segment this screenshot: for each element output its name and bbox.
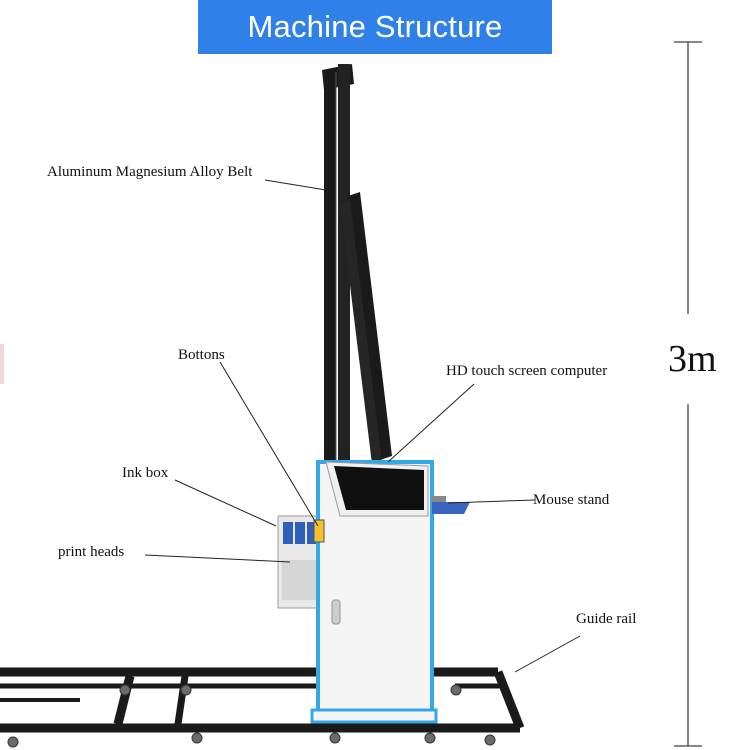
guide-rail-frame: [0, 667, 525, 733]
leader-lines: [144, 179, 581, 673]
label-ink-box: Ink box: [122, 465, 169, 481]
height-dimension-line: [674, 41, 702, 747]
label-belt: Aluminum Magnesium Alloy Belt: [47, 164, 253, 180]
mouse-stand: [432, 496, 470, 514]
touch-screen: [325, 461, 429, 517]
label-buttons: Bottons: [178, 347, 225, 363]
title-banner: Machine Structure: [198, 0, 552, 54]
aluminum-belt-columns: [322, 64, 392, 464]
rail-wheels: [7, 684, 496, 748]
edge-mark: [0, 344, 4, 384]
label-screen: HD touch screen computer: [446, 363, 608, 379]
label-mouse-stand: Mouse stand: [533, 492, 610, 508]
label-print-heads: print heads: [58, 544, 125, 560]
label-guide-rail: Guide rail: [576, 611, 637, 627]
height-label: 3m: [668, 338, 717, 380]
page-title: Machine Structure: [247, 9, 503, 44]
